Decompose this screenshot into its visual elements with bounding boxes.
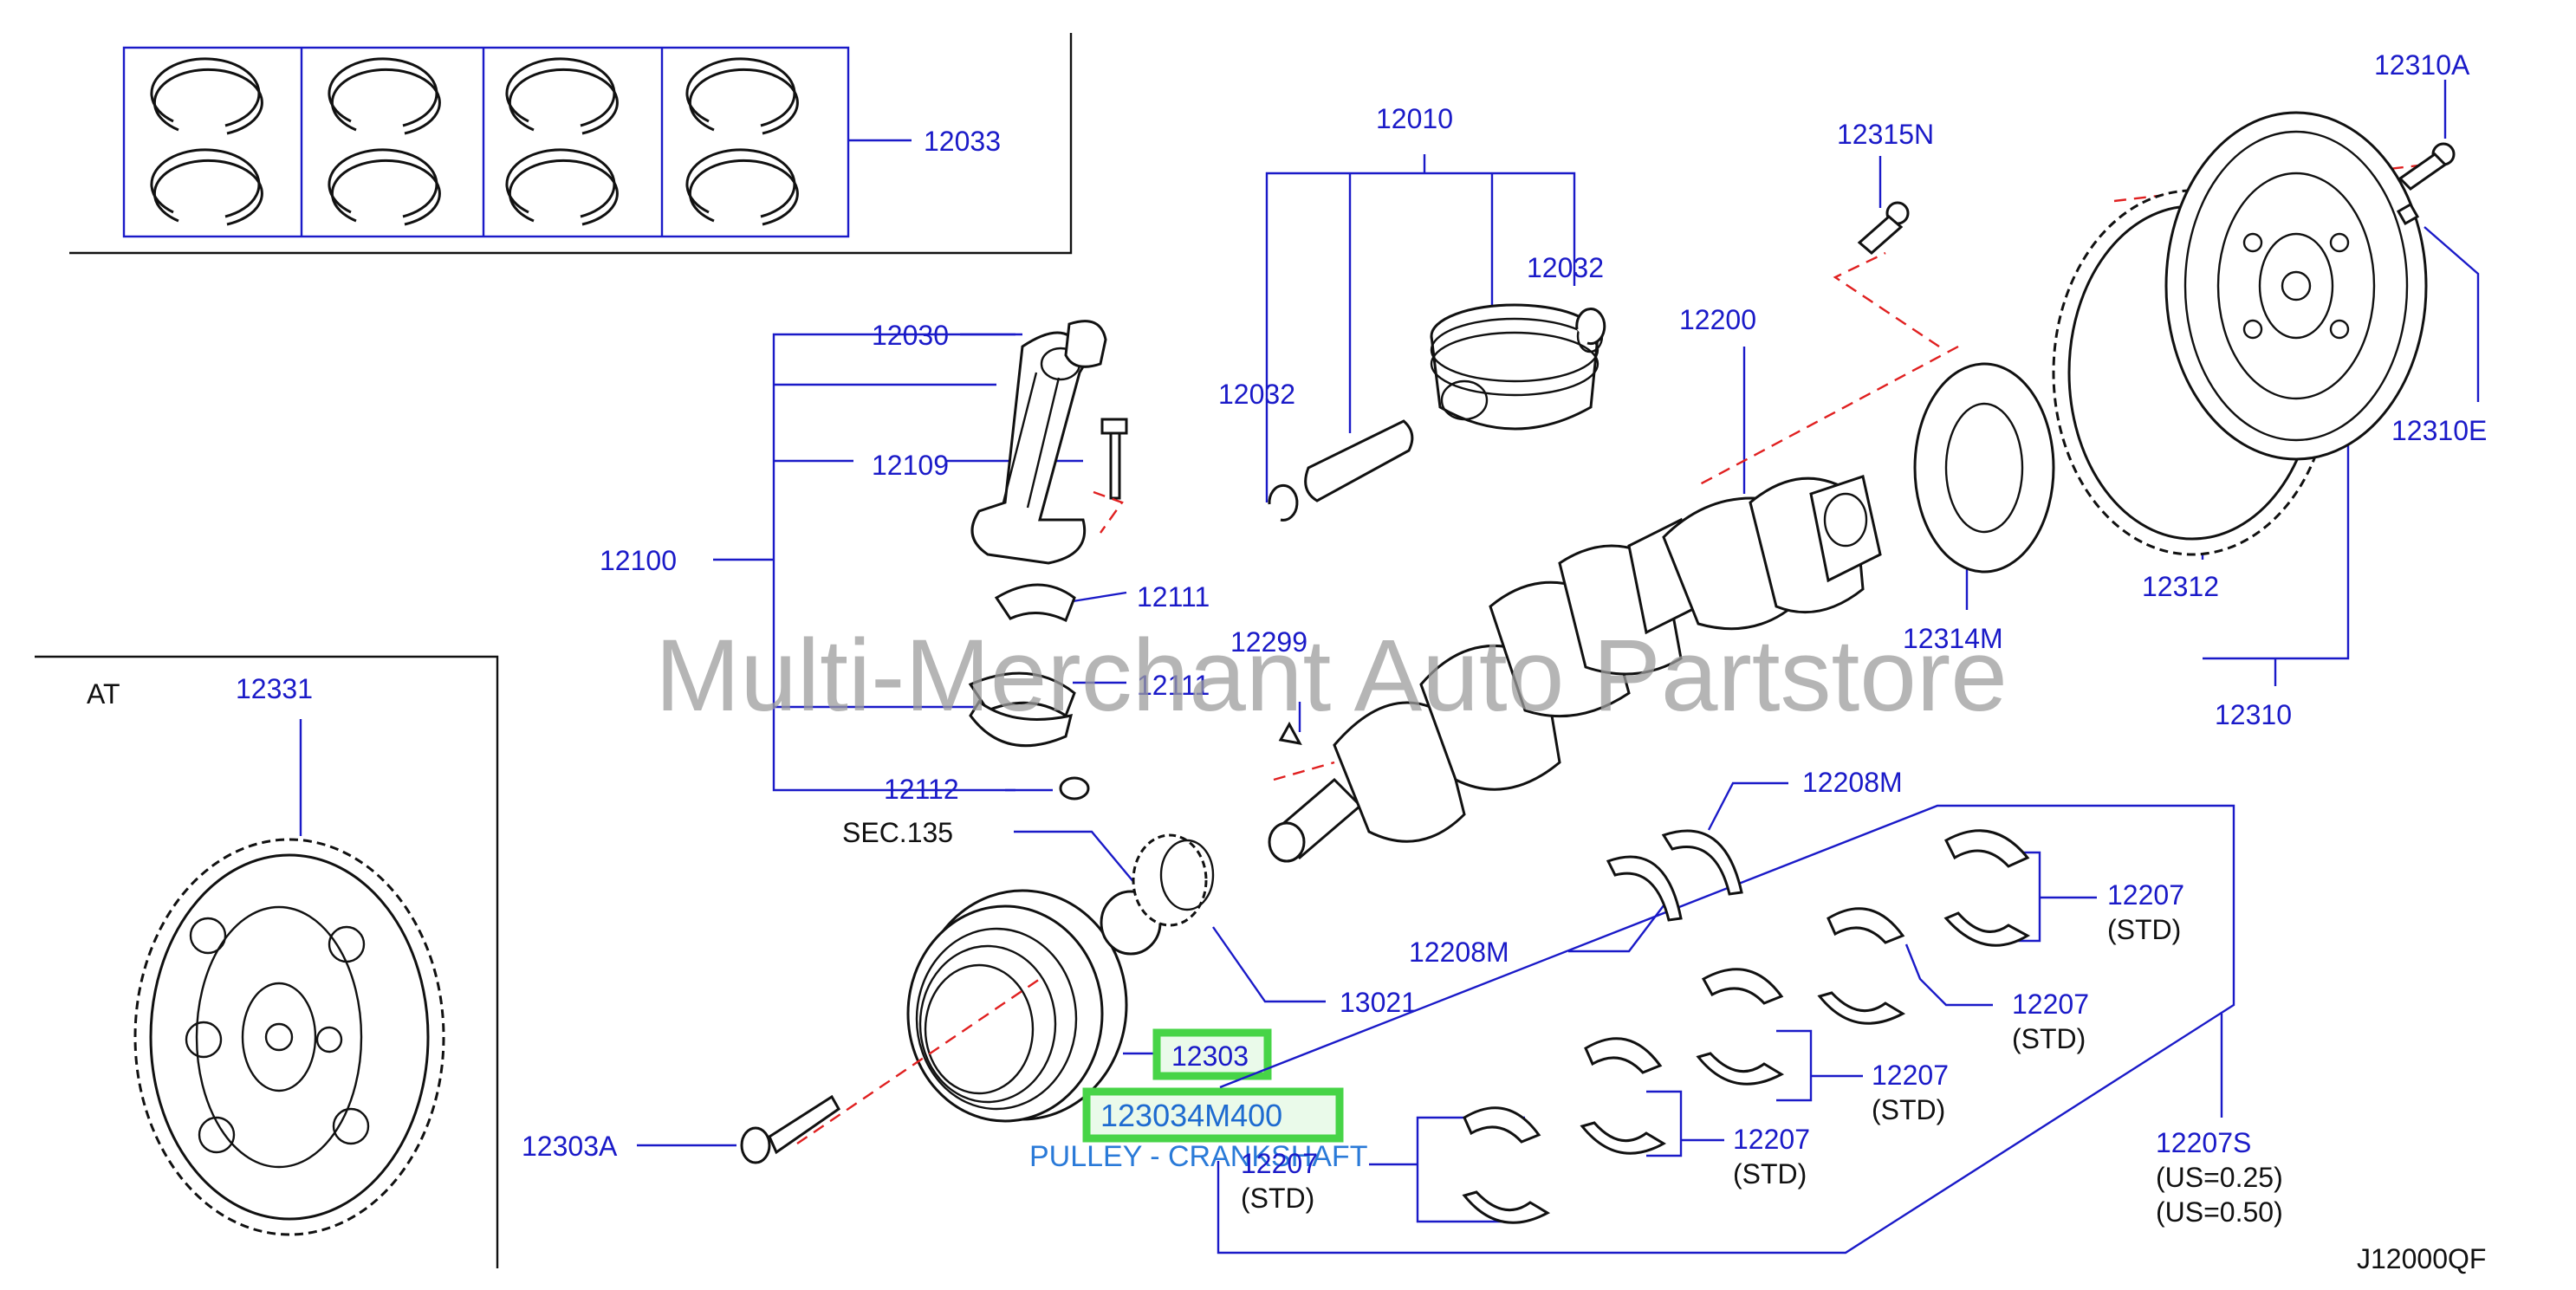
drive-plate-icon: [133, 838, 445, 1236]
label-12303A[interactable]: 12303A: [522, 1131, 618, 1162]
piston-group: 12010 12032 12032: [1218, 103, 1606, 522]
label-std-c: (STD): [1872, 1094, 1945, 1125]
label-12207-c[interactable]: 12207: [1872, 1060, 1949, 1091]
at-inset: AT 12331: [35, 655, 499, 1268]
label-13021[interactable]: 13021: [1340, 987, 1417, 1018]
label-12032-left[interactable]: 12032: [1218, 379, 1295, 410]
label-12208M-bottom[interactable]: 12208M: [1409, 937, 1509, 968]
flywheel-group: 12315N 12310A 12310E 12314M 12312 12310: [1833, 49, 2487, 730]
label-12100[interactable]: 12100: [600, 545, 677, 576]
pulley-bolt-icon: [740, 1094, 840, 1164]
label-12208M-top[interactable]: 12208M: [1802, 767, 1903, 798]
connecting-rod-icon: [968, 320, 1128, 801]
label-12200[interactable]: 12200: [1679, 304, 1756, 335]
label-us050: (US=0.50): [2156, 1196, 2283, 1228]
highlight-part-number[interactable]: 123034M400: [1100, 1098, 1282, 1133]
thrust-washer-group: 12208M 12208M: [1409, 767, 1903, 968]
label-12207S[interactable]: 12207S: [2156, 1127, 2251, 1158]
crankshaft-group: 12200 12299: [1230, 304, 1959, 863]
label-12207-b[interactable]: 12207: [2012, 989, 2089, 1020]
label-12299[interactable]: 12299: [1230, 626, 1307, 658]
label-12033[interactable]: 12033: [924, 126, 1001, 157]
main-bearing-shells-icon: [1462, 829, 2031, 1224]
label-12010[interactable]: 12010: [1376, 103, 1453, 134]
highlight-description: PULLEY - CRANKSHAFT: [1029, 1140, 1367, 1173]
label-std-e: (STD): [1241, 1183, 1314, 1214]
label-12312[interactable]: 12312: [2142, 571, 2219, 602]
flywheel-icon: [1857, 111, 2456, 574]
piston-icon: [1268, 303, 1606, 522]
label-12112[interactable]: 12112: [884, 774, 959, 805]
piston-ring-icons: [150, 57, 799, 226]
label-12207-a[interactable]: 12207: [2107, 879, 2184, 911]
label-std-b: (STD): [2012, 1023, 2086, 1054]
label-12111-lower[interactable]: 12111: [1137, 670, 1210, 701]
highlight-callout[interactable]: 12303 123034M400 PULLEY - CRANKSHAFT: [1029, 1028, 1367, 1173]
connecting-rod-group: 12030 12109 12100 12111 12111 12112: [600, 320, 1210, 805]
label-12310A[interactable]: 12310A: [2374, 49, 2470, 81]
label-12109[interactable]: 12109: [872, 450, 949, 481]
label-12111-upper[interactable]: 12111: [1137, 581, 1210, 613]
at-section-label: AT: [87, 678, 120, 710]
label-us025: (US=0.25): [2156, 1162, 2283, 1193]
label-12030[interactable]: 12030: [872, 320, 949, 351]
watermark-text: Multi-Merchant Auto Partstore: [655, 619, 2008, 733]
highlight-partnumber-box[interactable]: [1082, 1087, 1344, 1143]
label-12207-e[interactable]: 12207: [1241, 1148, 1318, 1179]
pulley-icon: [906, 833, 1215, 1123]
piston-ring-inset: 12033: [69, 33, 1073, 255]
diagram-code: J12000QF: [2357, 1243, 2486, 1274]
crankshaft-icon: [1268, 475, 1882, 863]
main-bearing-group: 12207S (US=0.25) (US=0.50) 12207 (STD) 1…: [1217, 804, 2283, 1254]
label-12331[interactable]: 12331: [236, 673, 313, 704]
highlight-part-box[interactable]: [1152, 1028, 1272, 1080]
label-12207-d[interactable]: 12207: [1733, 1124, 1810, 1155]
pulley-group: SEC.135 13021 12303A: [522, 817, 1417, 1164]
label-12314M[interactable]: 12314M: [1903, 623, 2003, 654]
label-12310[interactable]: 12310: [2215, 699, 2292, 730]
label-12315N[interactable]: 12315N: [1837, 119, 1934, 150]
label-std-d: (STD): [1733, 1158, 1807, 1190]
section-reference: SEC.135: [842, 817, 953, 848]
label-12310E[interactable]: 12310E: [2391, 415, 2487, 446]
label-12032-right[interactable]: 12032: [1527, 252, 1604, 283]
highlight-part-label[interactable]: 12303: [1171, 1040, 1249, 1072]
label-std-a: (STD): [2107, 914, 2181, 945]
